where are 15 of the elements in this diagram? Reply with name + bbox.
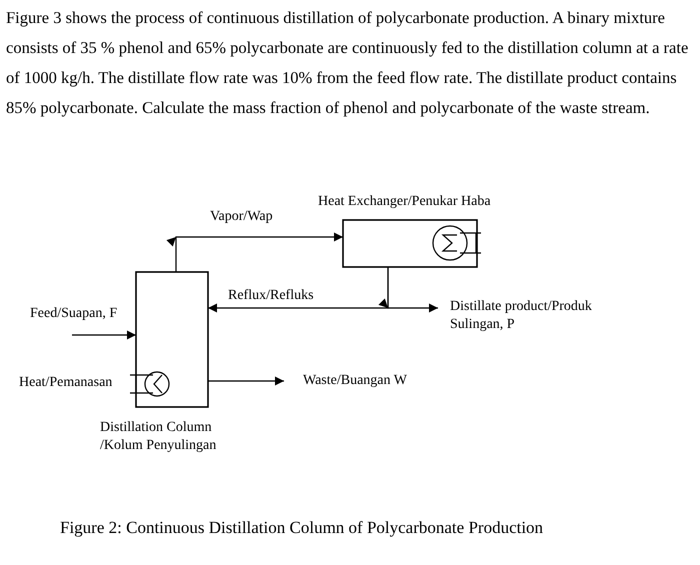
equipment-label: Heat Exchanger/Penukar Haba (318, 193, 492, 211)
stream-label: Waste/Buangan W (303, 372, 433, 390)
distillation-column (135, 271, 209, 408)
heat-exchanger-box (342, 219, 478, 268)
stream-label: Distillate product/Produk Sulingan, P (450, 298, 620, 334)
heat-label: Heat/Pemanasan (19, 374, 112, 392)
arrow (71, 330, 136, 340)
equipment-label: Distillation Column /Kolum Penyulingan (100, 419, 218, 455)
arrow (208, 376, 284, 386)
arrow (166, 232, 343, 272)
edge-label: Vapor/Wap (210, 208, 273, 226)
arrow (378, 267, 438, 312)
problem-statement: Figure 3 shows the process of continuous distillation of polycarbonate production. A binary mixture consists of 35 % phenol and 65% polycarbonate are continuously fed to the distillation column at a rate of 1000 kg/h. The distillate flow rate was 10% from the feed flow rate. The distillate product contains 85% polycarbonate. Calculate the mass fraction of phenol and polycarbonate of the waste stream. (6, 7, 690, 119)
figure-caption: Figure 2: Continuous Distillation Column of Polycarbonate Production (60, 517, 544, 539)
stream-label: Feed/Suapan, F (30, 305, 130, 323)
